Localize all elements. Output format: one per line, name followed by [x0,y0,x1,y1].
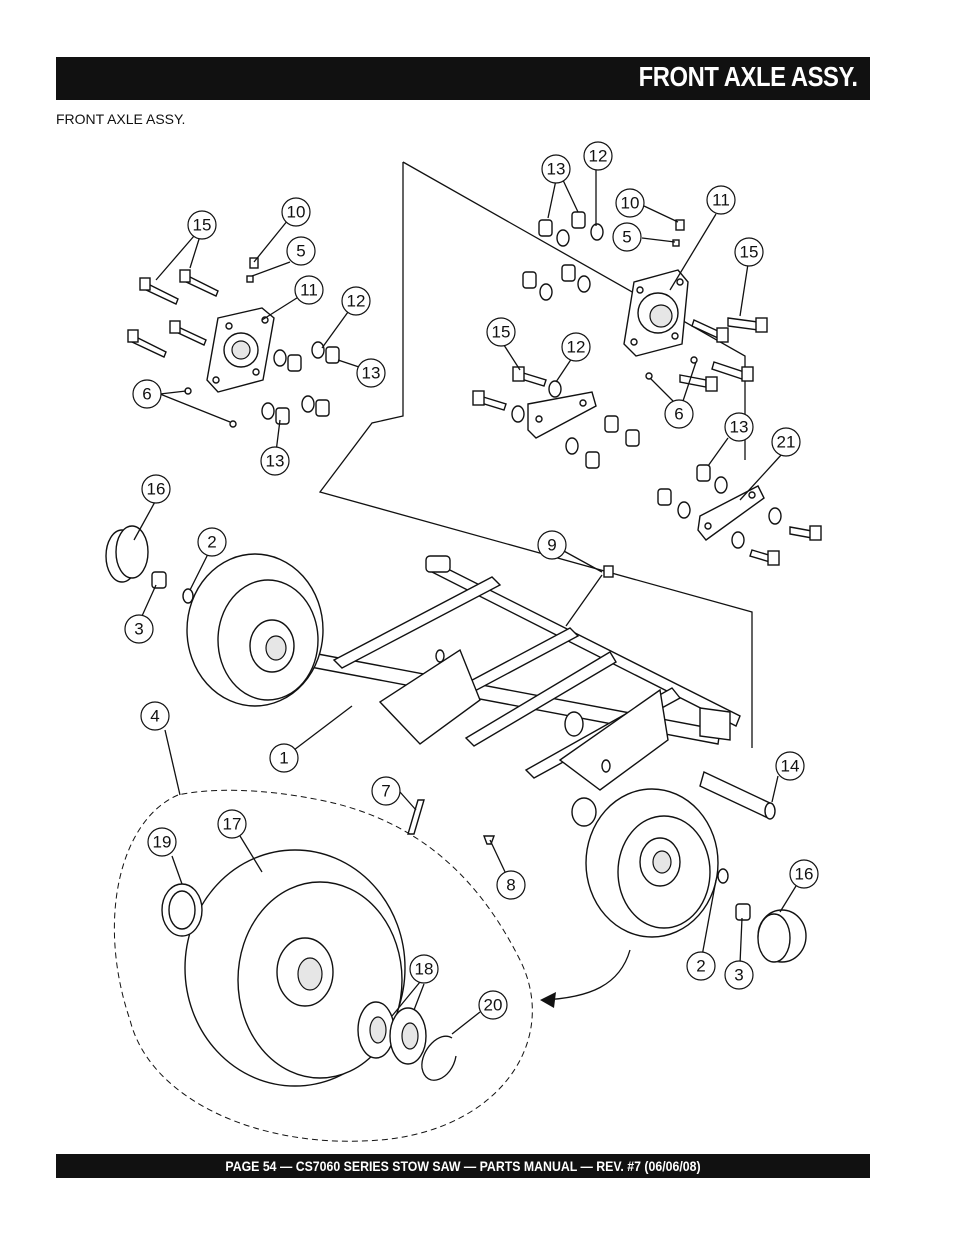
svg-text:15: 15 [193,216,212,235]
axle-frame [283,555,741,791]
callout-13: 13 [724,412,754,442]
callout-21: 21 [771,427,801,457]
bolts-left [127,269,219,358]
svg-text:3: 3 [134,620,143,639]
callout-12: 12 [583,141,613,171]
callout-18: 18 [409,954,439,984]
svg-text:10: 10 [287,203,306,222]
wheel-detail [161,849,457,1087]
svg-text:13: 13 [547,160,566,179]
callout-1: 1 [269,743,299,773]
callout-11: 11 [706,185,736,215]
svg-text:8: 8 [506,876,515,895]
svg-text:12: 12 [347,292,366,311]
svg-text:20: 20 [484,996,503,1015]
callout-13: 13 [260,446,290,476]
svg-text:6: 6 [142,385,151,404]
svg-text:6: 6 [674,405,683,424]
pin-parts [407,565,776,845]
svg-text:13: 13 [730,418,749,437]
svg-text:2: 2 [207,533,216,552]
wheel-left [186,553,324,707]
clamp-plates [527,391,765,541]
callout-13: 13 [356,358,386,388]
callout-16: 16 [141,474,171,504]
svg-text:9: 9 [547,536,556,555]
svg-text:16: 16 [795,865,814,884]
callout-12: 12 [561,332,591,362]
callout-3: 3 [124,614,154,644]
svg-text:13: 13 [362,364,381,383]
svg-text:12: 12 [589,147,608,166]
callout-2: 2 [197,527,227,557]
svg-text:16: 16 [147,480,166,499]
svg-text:4: 4 [150,707,159,726]
callout-6: 6 [132,379,162,409]
callouts: 15 10 5 11 12 13 6 13 13 12 10 11 5 15 1… [124,141,819,1020]
section-label: FRONT AXLE ASSY. [56,111,186,127]
callout-8: 8 [496,870,526,900]
footer-bar: PAGE 54 — CS7060 SERIES STOW SAW — PARTS… [56,1154,870,1178]
svg-text:5: 5 [296,242,305,261]
svg-text:18: 18 [415,960,434,979]
header-bar: FRONT AXLE ASSY. [56,57,870,100]
callout-17: 17 [217,809,247,839]
svg-text:11: 11 [300,281,318,300]
callout-16: 16 [789,859,819,889]
callout-15: 15 [486,317,516,347]
svg-text:12: 12 [567,338,586,357]
callout-6: 6 [664,399,694,429]
footer-text: PAGE 54 — CS7060 SERIES STOW SAW — PARTS… [225,1158,701,1174]
svg-text:1: 1 [279,749,288,768]
callout-10: 10 [615,188,645,218]
bearing-flange-right [623,269,689,357]
page-title: FRONT AXLE ASSY. [639,61,858,92]
hub-caps [105,525,807,963]
callout-2: 2 [686,951,716,981]
bolts-right [472,317,822,566]
svg-text:14: 14 [781,757,800,776]
callout-10: 10 [281,197,311,227]
callout-14: 14 [775,751,805,781]
nuts-washers-right [511,211,782,549]
svg-text:11: 11 [712,191,730,210]
detail-dashed-outline [113,789,533,1142]
callout-19: 19 [147,827,177,857]
callout-15: 15 [187,210,217,240]
svg-text:19: 19 [153,833,172,852]
callout-9: 9 [537,530,567,560]
callout-7: 7 [371,776,401,806]
detail-outline [318,161,753,748]
bearing-flange-left [206,307,275,393]
svg-text:21: 21 [777,433,796,452]
callout-13: 13 [541,154,571,184]
callout-12: 12 [341,286,371,316]
callout-20: 20 [478,990,508,1020]
svg-text:15: 15 [740,243,759,262]
callout-15: 15 [734,237,764,267]
svg-text:17: 17 [223,815,242,834]
svg-text:13: 13 [266,452,285,471]
detail-arrow [541,949,631,1001]
callout-5: 5 [612,222,642,252]
detail-arrow-head [540,992,556,1008]
nuts-washers-left [184,257,340,428]
wheel-right [571,788,719,938]
svg-text:3: 3 [734,966,743,985]
callout-4: 4 [140,701,170,731]
svg-text:10: 10 [621,194,640,213]
callout-11: 11 [294,275,324,305]
svg-text:5: 5 [622,228,631,247]
callout-3: 3 [724,960,754,990]
svg-text:7: 7 [381,782,390,801]
svg-text:2: 2 [696,957,705,976]
callout-5: 5 [286,236,316,266]
svg-text:15: 15 [492,323,511,342]
